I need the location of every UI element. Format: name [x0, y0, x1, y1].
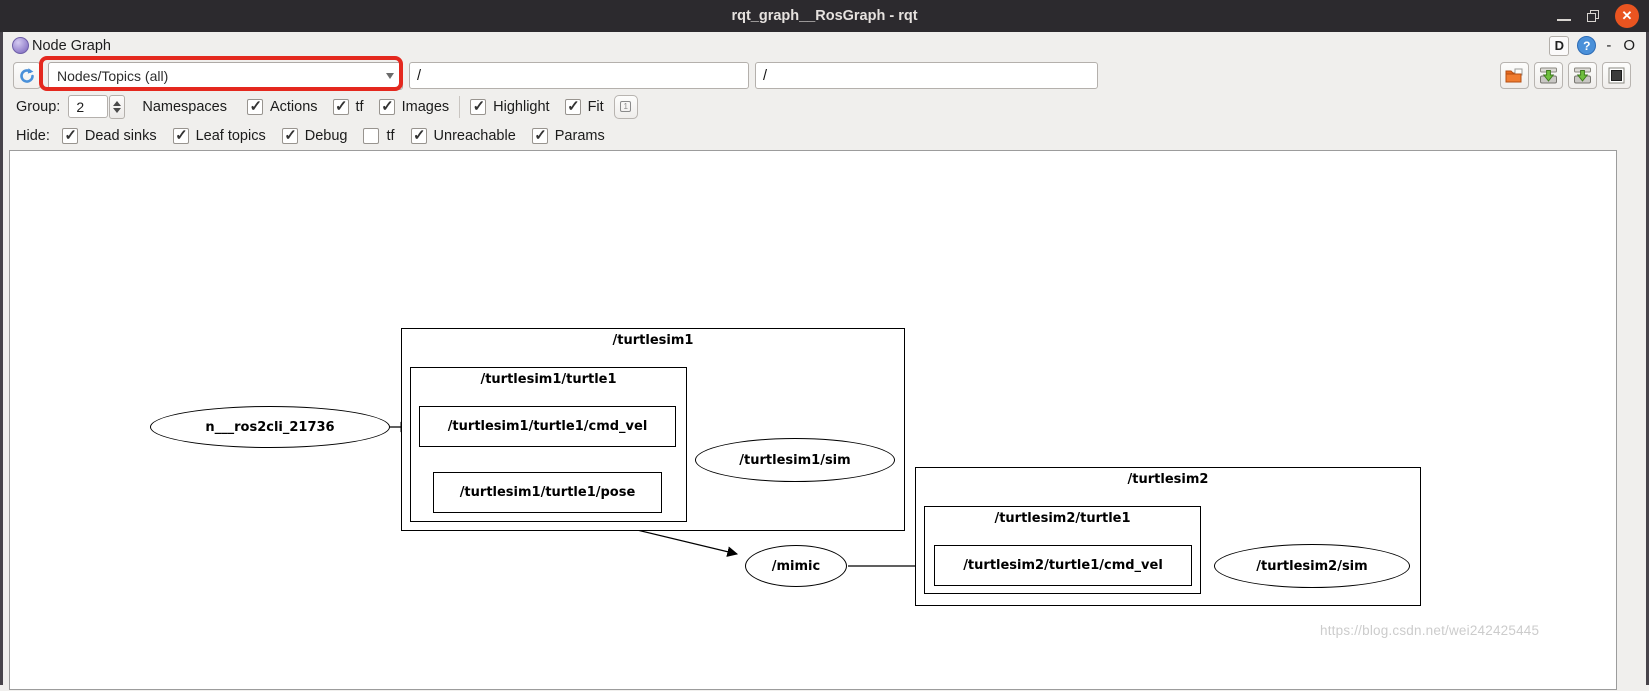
save-dot-button[interactable] [1534, 62, 1563, 89]
namespace-label: /turtlesim1 [612, 333, 694, 348]
open-dot-button[interactable] [1500, 62, 1529, 89]
highlight-checkbox[interactable] [470, 97, 487, 115]
node-ellipse-turtlesim2-sim[interactable]: /turtlesim2/sim [1214, 544, 1410, 588]
checkbox-group-unreachable[interactable]: Unreachable [410, 126, 516, 144]
hide-label: Hide: [16, 127, 50, 144]
highlight-label: Highlight [493, 98, 550, 115]
actions-label: Actions [269, 98, 318, 115]
close-icon[interactable]: ✕ [1615, 4, 1639, 28]
checkbox-group-leaf-topics[interactable]: Leaf topics [172, 126, 266, 144]
leaf-topics-checkbox[interactable] [172, 126, 189, 144]
window-controls: ✕ [1557, 0, 1639, 32]
window-titlebar[interactable]: rqt_graph__RosGraph - rqt ✕ [0, 0, 1649, 32]
topic-box-cmd-vel-2[interactable]: /turtlesim2/turtle1/cmd_vel [934, 545, 1192, 586]
unreachable-label: Unreachable [433, 127, 516, 144]
dock-minimize-button[interactable]: - [1606, 37, 1612, 54]
refresh-icon [20, 67, 34, 83]
graph-type-value: Nodes/Topics (all) [57, 67, 169, 84]
chevron-down-icon [386, 72, 394, 79]
graph-type-select[interactable]: Nodes/Topics (all) [48, 61, 403, 90]
graph-canvas[interactable]: /turtlesim1 /turtlesim1/turtle1 /turtles… [9, 150, 1617, 690]
node-ellipse-ros2cli[interactable]: n___ros2cli_21736 [150, 406, 390, 448]
topic-filter-input[interactable]: / [755, 62, 1098, 89]
node-filter-input[interactable]: / [409, 62, 749, 89]
spin-up-icon[interactable] [113, 101, 122, 106]
refresh-button[interactable] [13, 62, 41, 89]
save-dot-icon [1540, 67, 1557, 84]
group-spinner-buttons[interactable] [109, 95, 126, 119]
zoom-100-icon: 1 [620, 101, 632, 112]
toolbar-right-buttons [1500, 62, 1631, 89]
checkbox-group-hide-tf[interactable]: tf [363, 127, 395, 144]
dock-d-button[interactable]: D [1549, 35, 1570, 56]
images-label: Images [401, 98, 450, 115]
restore-icon[interactable] [1587, 10, 1599, 22]
debug-checkbox[interactable] [281, 126, 298, 144]
topic-filter-value: / [763, 67, 768, 84]
checkbox-group-tf[interactable]: tf [332, 97, 364, 115]
screenshot-button[interactable] [1602, 62, 1631, 89]
watermark: https://blog.csdn.net/wei242425445 [1320, 623, 1540, 638]
checkbox-group-dead-sinks[interactable]: Dead sinks [61, 126, 157, 144]
dead-sinks-label: Dead sinks [84, 127, 157, 144]
node-ellipse-mimic[interactable]: /mimic [745, 545, 847, 587]
topic-box-pose-1[interactable]: /turtlesim1/turtle1/pose [433, 472, 662, 513]
tf-checkbox[interactable] [332, 97, 349, 115]
images-checkbox[interactable] [378, 97, 395, 115]
group-label: Group: [16, 98, 61, 115]
tf-label: tf [355, 98, 364, 115]
zoom-100-button[interactable]: 1 [613, 94, 638, 119]
spin-down-icon[interactable] [113, 108, 122, 113]
params-label: Params [554, 127, 605, 144]
screenshot-icon [1608, 67, 1625, 84]
dock-header: Node Graph D ? - O [6, 32, 1643, 59]
actions-checkbox[interactable] [246, 97, 263, 115]
hide-tf-checkbox[interactable] [363, 127, 380, 144]
debug-label: Debug [304, 127, 348, 144]
group-value: 2 [76, 98, 85, 115]
namespace-label: /turtlesim2 [1127, 472, 1209, 487]
graph-toolbar: Nodes/Topics (all) / / [6, 56, 1643, 92]
divider [459, 95, 461, 118]
fit-label: Fit [587, 98, 604, 115]
dead-sinks-checkbox[interactable] [61, 126, 78, 144]
window-title: rqt_graph__RosGraph - rqt [731, 8, 918, 24]
dock-title: Node Graph [32, 37, 111, 54]
params-checkbox[interactable] [531, 126, 548, 144]
namespace-label: /turtlesim1/turtle1 [480, 372, 617, 387]
node-ellipse-turtlesim1-sim[interactable]: /turtlesim1/sim [695, 438, 895, 482]
unreachable-checkbox[interactable] [410, 126, 427, 144]
checkbox-group-highlight[interactable]: Highlight [470, 97, 550, 115]
checkbox-group-fit[interactable]: Fit [564, 97, 604, 115]
node-graph-plugin-icon [12, 37, 29, 54]
hide-row: Hide: Dead sinks Leaf topics Debug tf Un… [6, 121, 1643, 150]
namespaces-label: Namespaces [142, 98, 227, 115]
checkbox-group-debug[interactable]: Debug [281, 126, 348, 144]
minimize-icon[interactable] [1557, 19, 1571, 21]
topic-box-cmd-vel-1[interactable]: /turtlesim1/turtle1/cmd_vel [419, 406, 676, 447]
options-row: Group: 2 Namespaces Actions tf Images Hi… [6, 92, 1643, 121]
dock-float-button[interactable]: O [1623, 37, 1635, 54]
checkbox-group-images[interactable]: Images [378, 97, 450, 115]
open-folder-icon [1505, 68, 1523, 83]
window-frame: Node Graph D ? - O Nodes/Topics (all) / … [0, 32, 1649, 690]
fit-checkbox[interactable] [564, 97, 581, 115]
group-spinner[interactable]: 2 [68, 95, 126, 119]
leaf-topics-label: Leaf topics [195, 127, 266, 144]
save-image-icon [1574, 67, 1591, 84]
help-icon[interactable]: ? [1577, 36, 1597, 55]
node-filter-value: / [417, 67, 422, 84]
checkbox-group-params[interactable]: Params [531, 126, 605, 144]
save-image-button[interactable] [1568, 62, 1597, 89]
checkbox-group-actions[interactable]: Actions [246, 97, 318, 115]
hide-tf-label: tf [386, 127, 395, 144]
namespace-label: /turtlesim2/turtle1 [994, 511, 1131, 526]
